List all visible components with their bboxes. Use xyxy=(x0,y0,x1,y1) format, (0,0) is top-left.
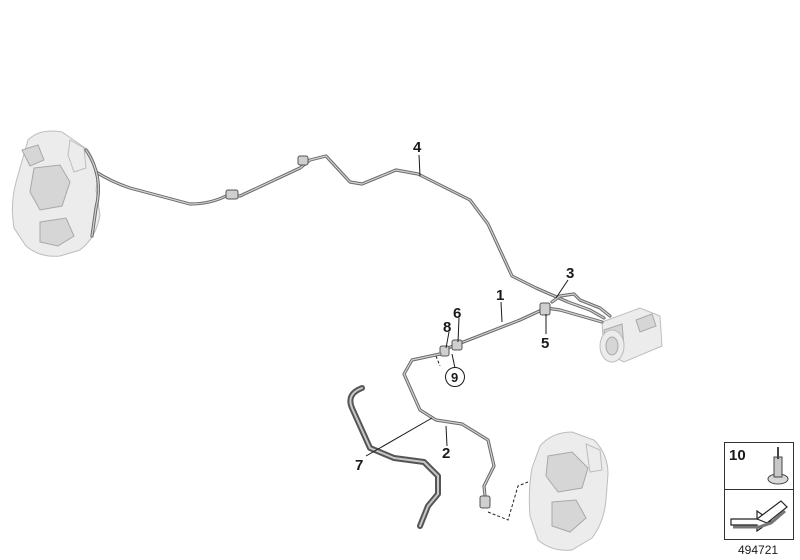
brake-caliper-left xyxy=(11,130,101,257)
callout-4: 4 xyxy=(413,139,422,156)
callout-9: 9 xyxy=(451,370,458,385)
rivet-icon xyxy=(767,447,789,485)
callout-1: 1 xyxy=(496,287,504,304)
brake-pipe-2 xyxy=(402,352,496,508)
brake-pipe-3 xyxy=(550,292,612,318)
pipe-connector-6 xyxy=(451,339,463,351)
brake-caliper-right xyxy=(528,431,609,551)
pipe-routing-dashed xyxy=(487,481,529,521)
pipe-connector xyxy=(225,189,239,200)
callout-5: 5 xyxy=(541,335,549,352)
callout-2: 2 xyxy=(442,445,450,462)
pipe-connector xyxy=(297,155,309,166)
arrow-icon xyxy=(730,500,788,533)
abs-hydraulic-unit xyxy=(599,307,663,363)
brake-hose-7 xyxy=(347,385,441,529)
reference-number: 494721 xyxy=(738,543,779,557)
pipe-connector xyxy=(479,495,491,509)
brake-pipe-1 xyxy=(446,306,604,350)
callout-9-circle xyxy=(445,367,465,387)
legend-number: 10 xyxy=(729,447,746,464)
brake-pipe-4 xyxy=(84,148,606,320)
pipe-connector-5 xyxy=(539,302,551,316)
callout-8: 8 xyxy=(443,319,451,336)
callout-6: 6 xyxy=(453,305,461,322)
pipe-routing-dashed xyxy=(435,355,441,367)
leader-lines xyxy=(365,154,569,457)
pipe-connector-8 xyxy=(439,345,450,357)
callout-3: 3 xyxy=(566,265,574,282)
legend-divider xyxy=(725,489,793,490)
callout-7: 7 xyxy=(355,457,363,474)
legend-box: 10 xyxy=(724,442,794,540)
